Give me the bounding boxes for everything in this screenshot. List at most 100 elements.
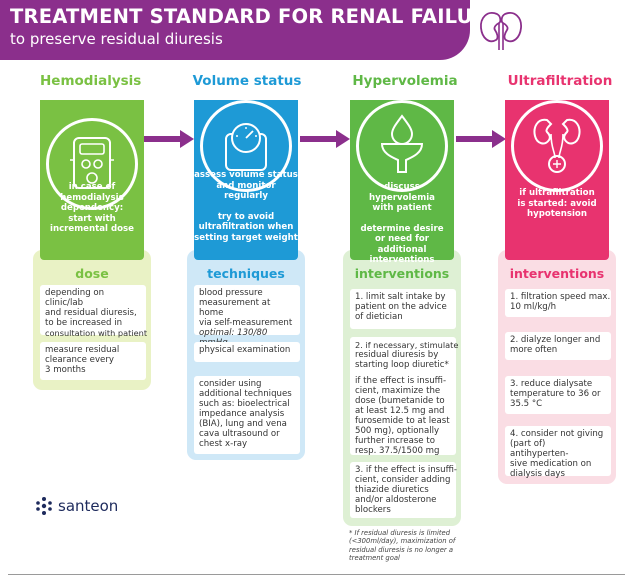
volume-status-text-line: and monitor regularly — [216, 180, 276, 202]
column-title-volume-status: Volume status — [192, 73, 302, 89]
card-line: 4. consider not giving — [510, 429, 604, 439]
hypervolemia-text-line: with patient — [372, 203, 432, 213]
hemodialysis-topbox: in case of hemodialysis dependency: star… — [40, 100, 144, 260]
card-line: blood pressure — [199, 288, 263, 298]
page-title: TREATMENT STANDARD FOR RENAL FAILURE — [10, 5, 502, 28]
info-card: blood pressure measurement at home via s… — [194, 285, 300, 348]
card-line: cava ultrasound or — [199, 429, 280, 439]
card-line: more often — [510, 345, 558, 355]
card-line: 3. if the effect is insuffi- — [355, 465, 457, 475]
info-card: 1. limit salt intake by patient on the a… — [350, 289, 456, 329]
section-title-techniques: techniques — [207, 266, 285, 281]
card-line: 2. dialyze longer and — [510, 335, 601, 345]
card-line: cient, consider adding — [355, 475, 451, 485]
card-line: if the effect is insuffi- — [355, 376, 447, 386]
card-line: resp. 37.5/1500 mg — [355, 446, 440, 456]
card-line: residual diuresis by — [355, 350, 439, 360]
dialysis-machine-icon — [70, 137, 114, 189]
card-line: of dietician — [355, 312, 403, 322]
card-line: 1. limit salt intake by — [355, 292, 446, 302]
info-card: measure residual clearance every 3 month… — [40, 342, 146, 380]
card-line: measure residual — [45, 345, 120, 355]
hemodialysis-text-line: incremental dose — [50, 224, 134, 234]
card-line: consider using — [199, 379, 262, 389]
card-line: chest x-ray — [199, 439, 248, 449]
flow-arrow-icon — [144, 130, 194, 148]
card-line: 3. reduce dialysate — [510, 379, 593, 389]
card-line: measurement at home — [199, 298, 271, 318]
card-line: consultation with patient — [45, 328, 148, 338]
flow-arrow-icon — [300, 130, 350, 148]
hypervolemia-text-line: interventions — [369, 255, 435, 265]
column-title-ultrafiltration: Ultrafiltration — [507, 73, 613, 89]
info-card: 1. filtration speed max. 10 ml/kg/h — [505, 289, 611, 317]
footnote-line: residual diuresis is no longer a — [349, 545, 454, 554]
footnote: * If residual diuresis is limited (<300m… — [349, 529, 489, 563]
hypervolemia-text-line: determine desire — [360, 223, 444, 234]
card-line: 1. filtration speed max. — [510, 292, 611, 302]
card-line: furosemide to at least — [355, 416, 450, 426]
info-card: 4. consider not giving (part of) antihyp… — [505, 426, 611, 479]
card-line: such as: bioelectrical — [199, 399, 290, 409]
info-card: 2. dialyze longer and more often — [505, 332, 611, 360]
flow-arrow-icon — [456, 130, 506, 148]
page-subtitle: to preserve residual diuresis — [10, 30, 223, 48]
card-line: impedance analysis — [199, 409, 285, 419]
card-line: to be increased in — [45, 318, 123, 328]
header-banner: TREATMENT STANDARD FOR RENAL FAILURE to … — [0, 0, 502, 60]
info-card: 2. if necessary, stimulate residual diur… — [350, 337, 458, 456]
card-line: dialysis days — [510, 469, 565, 479]
hypervolemia-topbox: discuss hypervolemia with patient determ… — [350, 100, 454, 265]
card-line: blockers — [355, 505, 391, 515]
card-line: and/or aldosterone — [355, 495, 437, 505]
info-card: 3. if the effect is insuffi- cient, cons… — [350, 462, 457, 518]
section-title-interventions: interventions — [354, 266, 450, 281]
hemodialysis-text-line: dependency: — [60, 203, 124, 213]
hemodialysis-text-line: start with — [68, 213, 116, 224]
funnel-icon — [380, 114, 424, 173]
brand-logo: santeon — [34, 496, 118, 516]
card-line: (part of) antihyperten- — [510, 439, 569, 459]
card-line: (BIA), lung and vena — [199, 419, 287, 429]
hypervolemia-text-line: discuss hypervolemia — [369, 182, 435, 203]
card-line: 3 months — [45, 365, 86, 375]
column-title-hemodialysis: Hemodialysis — [40, 73, 142, 89]
card-line: additional techniques — [199, 389, 292, 399]
info-card: depending on clinic/lab and residual diu… — [40, 285, 148, 338]
card-line: clearance every — [45, 355, 114, 365]
card-line: cient, maximize the — [355, 386, 441, 396]
card-line: at least 12.5 mg and — [355, 406, 445, 416]
bottom-divider — [8, 574, 625, 575]
card-line: 35.5 °C — [510, 399, 543, 409]
card-line: further increase to — [355, 436, 435, 446]
section-title-dose: dose — [75, 266, 109, 281]
ultrafiltration-circle — [511, 100, 603, 192]
volume-status-text-line: setting target weight — [194, 232, 298, 243]
card-line: thiazide diuretics — [355, 485, 429, 495]
ultrafiltration-text-line: is started: avoid — [517, 198, 597, 209]
info-card: physical examination — [194, 342, 300, 362]
card-line: patient on the advice — [355, 302, 447, 312]
column-title-hypervolemia: Hypervolemia — [352, 73, 458, 89]
footnote-line: * If residual diuresis is limited — [349, 529, 451, 537]
volume-status-topbox: assess volume status and monitor regular… — [194, 100, 298, 260]
volume-status-text-line: assess volume status — [194, 170, 298, 180]
card-line: and residual diuresis, — [45, 308, 137, 318]
hypervolemia-text-line: or need for additional — [375, 234, 429, 255]
card-line: physical examination — [199, 345, 291, 355]
volume-status-text-line: try to avoid — [217, 211, 275, 222]
ultrafiltration-text-line: hypotension — [527, 209, 587, 219]
kidney-filter-icon — [533, 118, 581, 173]
ultrafiltration-topbox: if ultrafiltration is started: avoid hyp… — [505, 100, 609, 260]
card-line: 10 ml/kg/h — [510, 302, 557, 312]
kidneys-icon — [480, 12, 522, 50]
brand-name: santeon — [58, 497, 119, 515]
ultrafiltration-text-line: if ultrafiltration — [519, 188, 595, 198]
card-line: dose (bumetanide to — [355, 396, 445, 406]
footnote-line: (<300ml/day), maximization of — [349, 537, 456, 546]
card-line: via self-measurement — [199, 318, 293, 328]
card-line: temperature to 36 or — [510, 389, 601, 399]
card-line: sive medication on — [510, 459, 592, 469]
card-line: starting loop diuretic* — [355, 360, 449, 370]
info-card: consider using additional techniques suc… — [194, 376, 300, 454]
